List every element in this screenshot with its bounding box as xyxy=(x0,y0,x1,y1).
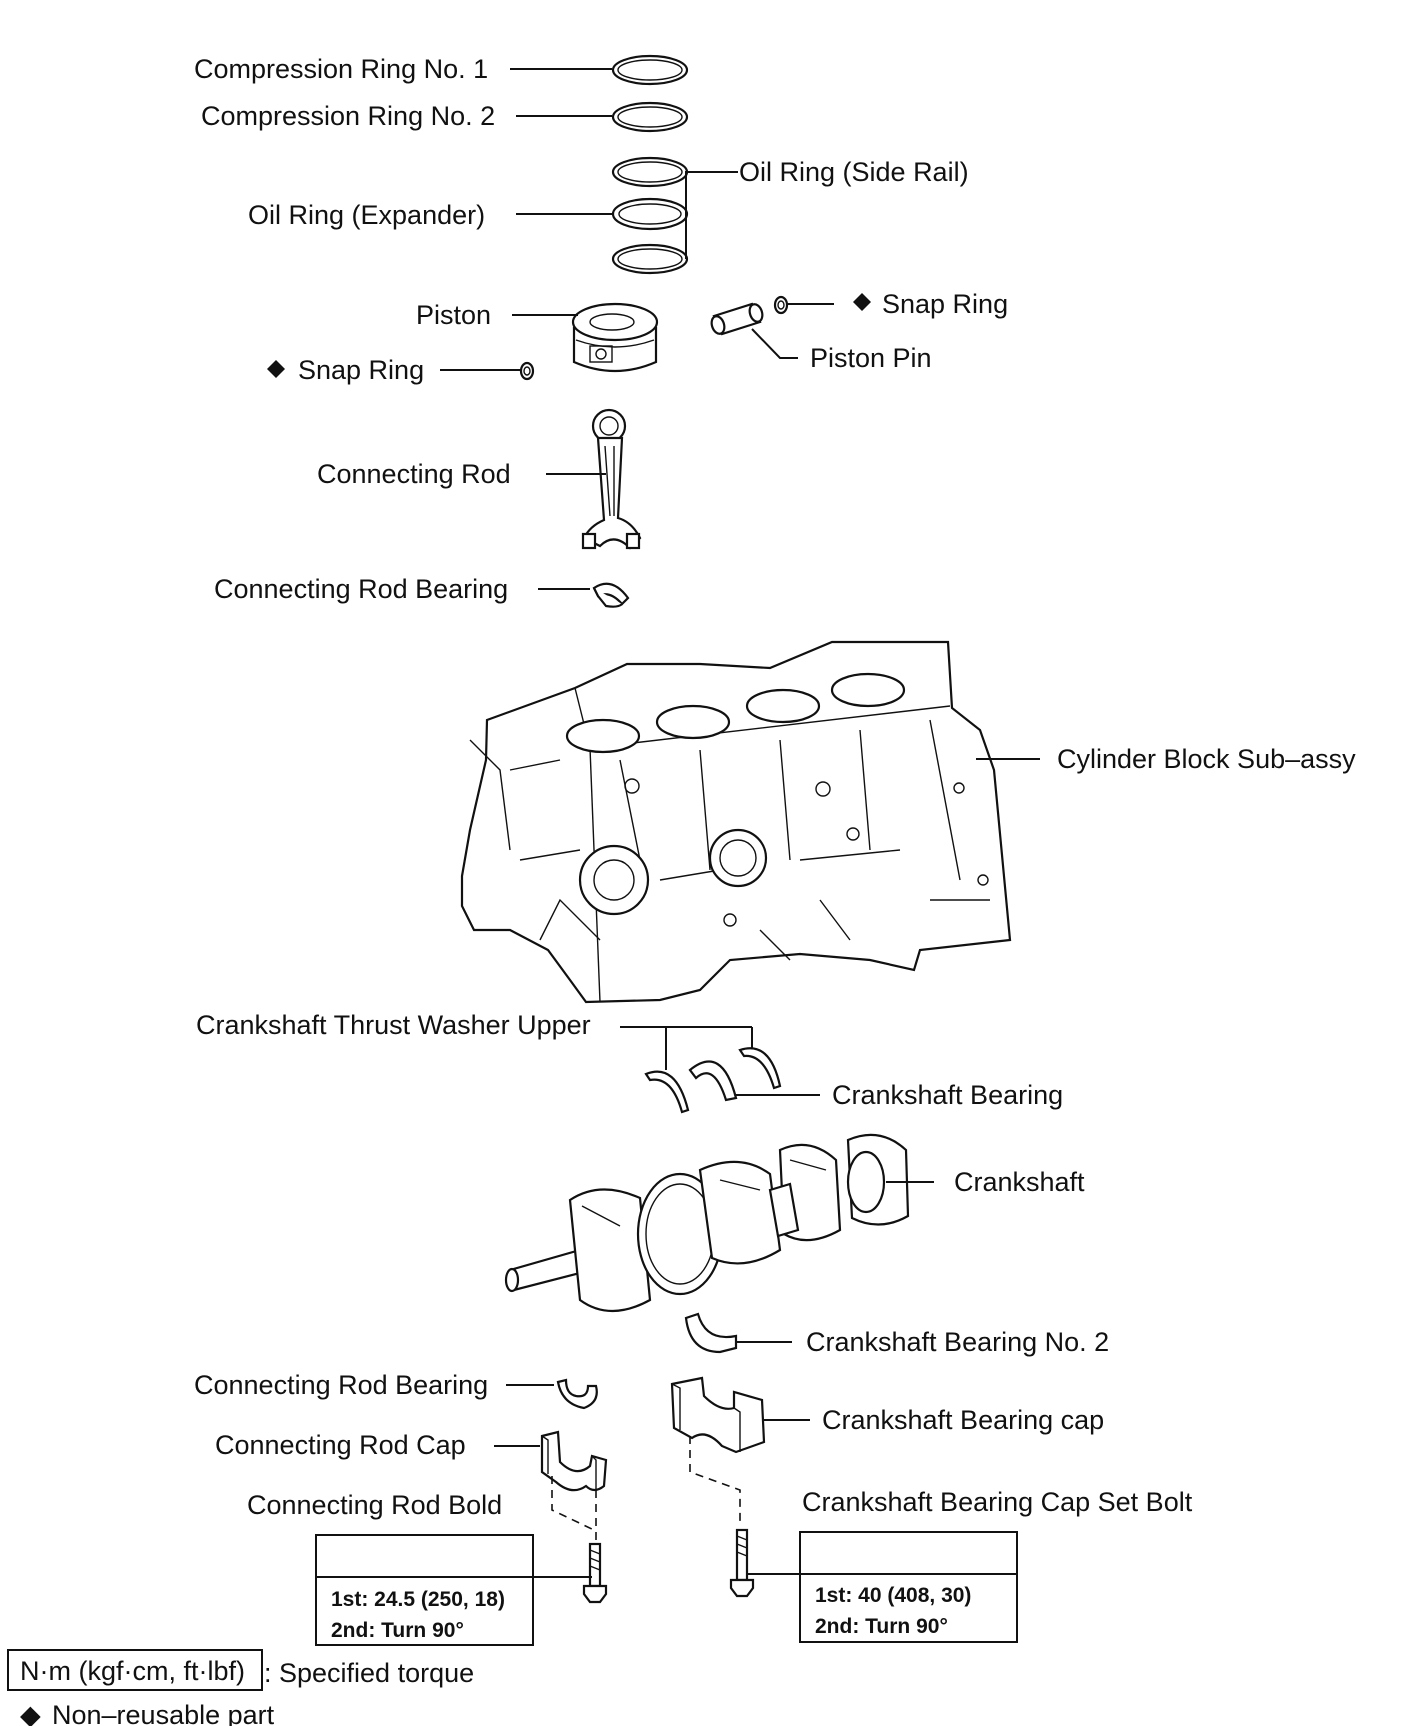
torque-cap-bolt-line1: 1st: 40 (408, 30) xyxy=(815,1584,971,1607)
connecting-rod-cap-label: Connecting Rod Cap xyxy=(215,1430,466,1460)
legend: N·m (kgf·cm, ft·lbf) : Specified torque … xyxy=(7,1649,474,1726)
torque-unit-legend: N·m (kgf·cm, ft·lbf) xyxy=(20,1656,245,1686)
compression-ring-2 xyxy=(611,101,689,133)
connecting-rod-bearing-lower xyxy=(556,1378,598,1410)
connecting-rod-bearing-upper xyxy=(592,582,630,608)
oil-ring-expander xyxy=(611,197,689,231)
crankshaft-thrust-washer-left xyxy=(644,1070,690,1114)
crankshaft-bearing-no2-label: Crankshaft Bearing No. 2 xyxy=(806,1327,1109,1357)
snap-ring-right xyxy=(773,295,789,315)
nonreusable-legend: Non–reusable part xyxy=(52,1700,275,1726)
torque-rod-bolt-line1: 1st: 24.5 (250, 18) xyxy=(331,1588,505,1611)
snap-ring-left-label: Snap Ring xyxy=(298,355,424,385)
compression-ring-1 xyxy=(611,54,689,86)
connecting-rod-bearing-upper-label: Connecting Rod Bearing xyxy=(214,574,508,604)
nonreusable-symbol: ◆ xyxy=(20,1700,41,1726)
piston-pin-label: Piston Pin xyxy=(810,343,932,373)
crankshaft-bearing xyxy=(688,1060,738,1102)
oil-ring-side-rail-label: Oil Ring (Side Rail) xyxy=(739,157,969,187)
compression-ring-2-label: Compression Ring No. 2 xyxy=(201,101,495,131)
diamond-icon xyxy=(267,360,285,378)
piston-label: Piston xyxy=(416,300,491,330)
connecting-rod-bolt-label: Connecting Rod Bold xyxy=(247,1490,502,1520)
cylinder-block xyxy=(460,640,1012,1004)
crankshaft-label: Crankshaft xyxy=(954,1167,1085,1197)
oil-ring-expander-label: Oil Ring (Expander) xyxy=(248,200,485,230)
connecting-rod xyxy=(581,408,642,550)
crankshaft-thrust-washer-label: Crankshaft Thrust Washer Upper xyxy=(196,1010,591,1040)
oil-ring-side-rail-upper xyxy=(611,156,689,188)
connecting-rod-bolt xyxy=(582,1542,608,1604)
torque-box-cap-bolt: 1st: 40 (408, 30) 2nd: Turn 90° xyxy=(747,1531,1018,1643)
cylinder-block-label: Cylinder Block Sub–assy xyxy=(1057,744,1356,774)
crankshaft-bearing-cap-bolt-label: Crankshaft Bearing Cap Set Bolt xyxy=(802,1487,1193,1517)
torque-box-rod-bolt: 1st: 24.5 (250, 18) 2nd: Turn 90° xyxy=(315,1534,592,1646)
specified-torque-legend: : Specified torque xyxy=(264,1658,474,1688)
crankshaft-thrust-washer-right xyxy=(738,1047,782,1090)
oil-ring-side-rail-lower xyxy=(611,243,689,275)
piston xyxy=(571,302,659,373)
connecting-rod-bearing-lower-label: Connecting Rod Bearing xyxy=(194,1370,488,1400)
compression-ring-1-label: Compression Ring No. 1 xyxy=(194,54,488,84)
crankshaft-bearing-label: Crankshaft Bearing xyxy=(832,1080,1063,1110)
torque-cap-bolt-line2: 2nd: Turn 90° xyxy=(815,1615,948,1638)
crankshaft-bearing-no2 xyxy=(684,1312,738,1354)
torque-rod-bolt-line2: 2nd: Turn 90° xyxy=(331,1619,464,1642)
snap-ring-left xyxy=(519,361,535,381)
snap-ring-right-label: Snap Ring xyxy=(882,289,1008,319)
crankshaft xyxy=(504,1133,910,1312)
crankshaft-bearing-cap xyxy=(670,1376,766,1454)
connecting-rod-label: Connecting Rod xyxy=(317,459,511,489)
piston-pin xyxy=(710,302,764,336)
crankshaft-bearing-cap-set-bolt xyxy=(729,1528,755,1598)
crankshaft-bearing-cap-label: Crankshaft Bearing cap xyxy=(822,1405,1104,1435)
connecting-rod-cap xyxy=(540,1430,608,1492)
diamond-icon xyxy=(853,293,871,311)
